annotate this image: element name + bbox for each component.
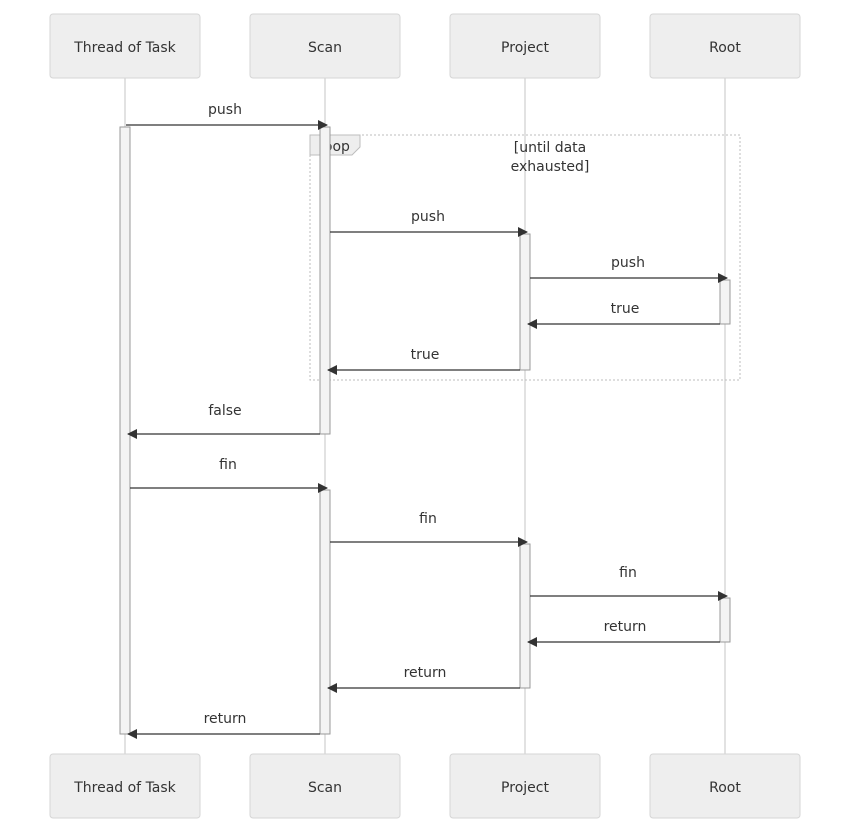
actor-label: Project [501, 40, 549, 56]
message-label: push [411, 209, 445, 225]
actor-label: Thread of Task [73, 780, 176, 796]
actor-label: Scan [308, 780, 342, 796]
actor-label: Scan [308, 40, 342, 56]
message-true-root-to-project: true [527, 301, 720, 329]
actor-label: Project [501, 780, 549, 796]
actor-top-root: Root [649, 13, 801, 79]
message-label: false [208, 403, 241, 419]
message-label: push [611, 255, 645, 271]
activation-scan-1 [319, 126, 331, 435]
message-false-scan-to-thread: false [127, 403, 320, 439]
message-label: fin [219, 457, 237, 473]
actor-bottom-scan: Scan [249, 753, 401, 819]
message-label: true [611, 301, 640, 317]
message-push-thread-to-scan: push [126, 102, 328, 130]
actor-label: Root [709, 40, 741, 56]
activation-root-2 [719, 597, 731, 643]
message-return-scan-to-thread: return [127, 711, 320, 739]
message-push-scan-to-project: push [330, 209, 528, 237]
message-label: return [404, 665, 447, 681]
activation-thread-of-task [119, 126, 131, 735]
activation-project-2 [519, 543, 531, 689]
message-label: true [411, 347, 440, 363]
actor-bottom-thread-of-task: Thread of Task [49, 753, 201, 819]
actor-label: Root [709, 780, 741, 796]
actor-bottom-project: Project [449, 753, 601, 819]
activation-project-1 [519, 233, 531, 371]
actor-top-project: Project [449, 13, 601, 79]
loop-condition-line-2: exhausted] [511, 159, 590, 175]
message-fin-project-to-root: fin [530, 565, 728, 601]
activation-root-1 [719, 279, 731, 325]
actor-bottom-root: Root [649, 753, 801, 819]
message-label: fin [419, 511, 437, 527]
message-label: return [604, 619, 647, 635]
message-label: return [204, 711, 247, 727]
message-label: fin [619, 565, 637, 581]
message-return-root-to-project: return [527, 619, 720, 647]
message-true-project-to-scan: true [327, 347, 520, 375]
message-fin-thread-to-scan: fin [130, 457, 328, 493]
loop-condition-line-1: [until data [514, 140, 586, 156]
activation-scan-2 [319, 489, 331, 735]
message-return-project-to-scan: return [327, 665, 520, 693]
actor-top-thread-of-task: Thread of Task [49, 13, 201, 79]
message-push-project-to-root: push [530, 255, 728, 283]
message-label: push [208, 102, 242, 118]
message-fin-scan-to-project: fin [330, 511, 528, 547]
actor-top-scan: Scan [249, 13, 401, 79]
actor-label: Thread of Task [73, 40, 176, 56]
